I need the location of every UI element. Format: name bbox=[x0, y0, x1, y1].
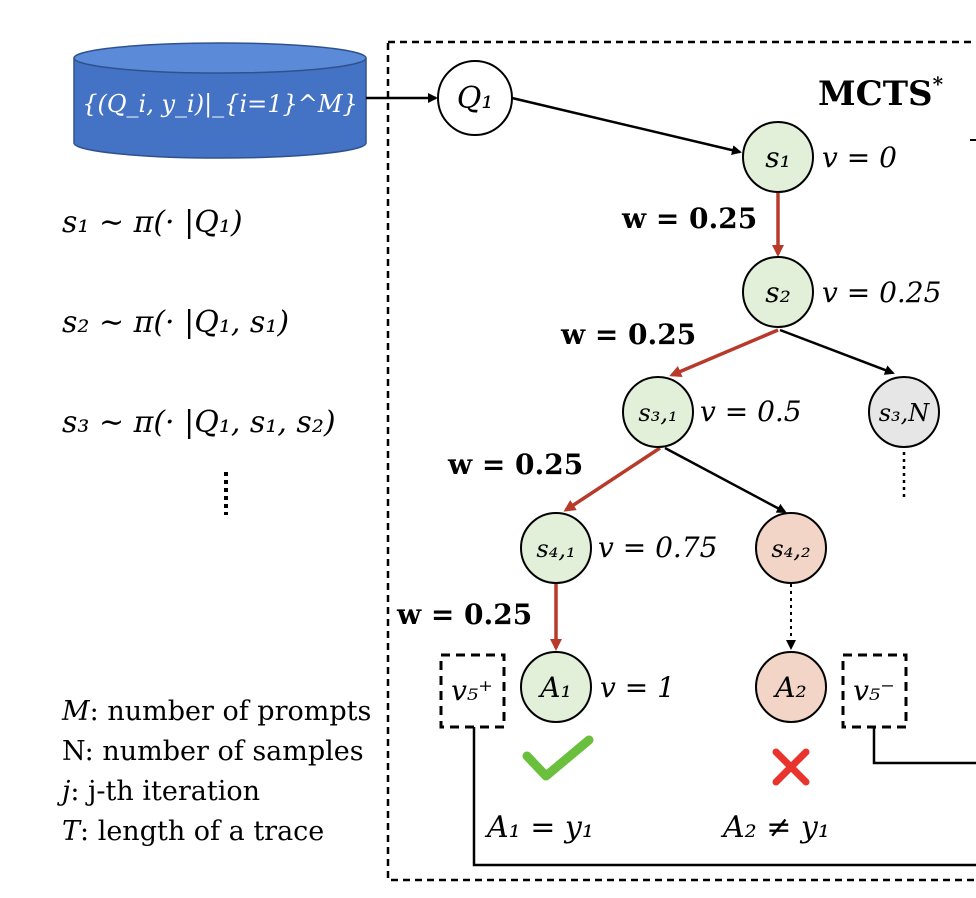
value-s31: v = 0.5 bbox=[700, 395, 802, 428]
v5-minus-box: v₅⁻ bbox=[841, 653, 908, 729]
svg-text:v₅⁺: v₅⁺ bbox=[451, 674, 493, 707]
edge-s2-s31 bbox=[669, 328, 779, 378]
mcts-frame bbox=[386, 40, 976, 882]
sampling-eq-2: s₂ ∼ π(· |Q₁, s₁) bbox=[62, 305, 289, 340]
svg-text:s₄,₂: s₄,₂ bbox=[771, 535, 810, 563]
node-s42: s₄,₂ bbox=[755, 512, 827, 584]
svg-text:s₂: s₂ bbox=[765, 276, 791, 309]
weight-4: w = 0.25 bbox=[396, 598, 532, 631]
node-a2: A₂ bbox=[755, 651, 827, 723]
value-s2: v = 0.25 bbox=[822, 276, 941, 309]
value-a1: v = 1 bbox=[600, 671, 675, 704]
mcts-title: MCTS* bbox=[818, 72, 944, 114]
legend-sym-3: T bbox=[62, 816, 82, 847]
legend-text-1: : number of samples bbox=[85, 736, 364, 767]
svg-text:M: number of prompts: M: number of prompts bbox=[61, 696, 371, 727]
edge-s31-s41 bbox=[563, 446, 661, 512]
node-q1: Q₁ bbox=[437, 60, 513, 136]
svg-text:s₃,₁: s₃,₁ bbox=[638, 399, 677, 427]
legend-text-0: : number of prompts bbox=[90, 696, 372, 727]
svg-text:s₁: s₁ bbox=[765, 141, 791, 174]
outcome-a2: A₂ ≠ y₁ bbox=[720, 810, 830, 845]
svg-text:A₁: A₁ bbox=[537, 671, 571, 704]
svg-text:j: j-th iteration: j: j-th iteration bbox=[57, 776, 260, 807]
edge-s2-s3n bbox=[779, 328, 895, 375]
legend-text-3: : length of a trace bbox=[80, 816, 324, 847]
svg-text:s₄,₁: s₄,₁ bbox=[536, 535, 575, 563]
weight-2: w = 0.25 bbox=[560, 318, 696, 351]
node-s31: s₃,₁ bbox=[622, 376, 694, 448]
svg-text:v₅⁻: v₅⁻ bbox=[853, 674, 895, 707]
v5-plus-connector bbox=[472, 727, 976, 867]
value-s1: v = 0 bbox=[822, 141, 897, 174]
legend-sym-0: M bbox=[61, 696, 91, 727]
outcome-a1: A₁ = y₁ bbox=[484, 810, 594, 845]
weight-3: w = 0.25 bbox=[447, 448, 583, 481]
svg-text:N: number of samples: N: number of samples bbox=[62, 736, 364, 767]
v5-plus-box: v₅⁺ bbox=[439, 653, 506, 729]
edge-s31-s42 bbox=[664, 446, 787, 514]
prompt-database: {(Q_i, y_i)|_{i=1}^M} bbox=[73, 42, 367, 159]
legend-sym-1: N bbox=[62, 736, 85, 767]
database-label: {(Q_i, y_i)|_{i=1}^M} bbox=[82, 90, 357, 119]
node-a1: A₁ bbox=[520, 651, 592, 723]
svg-text:Q₁: Q₁ bbox=[457, 81, 494, 116]
node-s2: s₂ bbox=[742, 256, 814, 328]
check-icon bbox=[522, 735, 594, 781]
cross-icon bbox=[772, 748, 810, 786]
edge-q1-s1 bbox=[511, 96, 742, 156]
legend-sym-2: j bbox=[57, 776, 70, 807]
svg-text:A₂: A₂ bbox=[772, 671, 806, 704]
v5-minus-connector bbox=[872, 727, 976, 765]
weight-1: w = 0.25 bbox=[621, 202, 757, 235]
svg-text:T: length of a trace: T: length of a trace bbox=[62, 816, 324, 847]
node-s41: s₄,₁ bbox=[520, 512, 592, 584]
legend-text-2: : j-th iteration bbox=[70, 776, 260, 807]
sampling-eq-1: s₁ ∼ π(· |Q₁) bbox=[62, 205, 243, 240]
value-s41: v = 0.75 bbox=[598, 531, 717, 564]
node-s3n: s₃,N bbox=[868, 376, 940, 448]
svg-text:s₃,N: s₃,N bbox=[879, 399, 931, 427]
sampling-eq-3: s₃ ∼ π(· |Q₁, s₁, s₂) bbox=[62, 405, 336, 440]
node-s1: s₁ bbox=[742, 121, 814, 193]
legend: M: number of prompts N: number of sample… bbox=[57, 696, 371, 847]
